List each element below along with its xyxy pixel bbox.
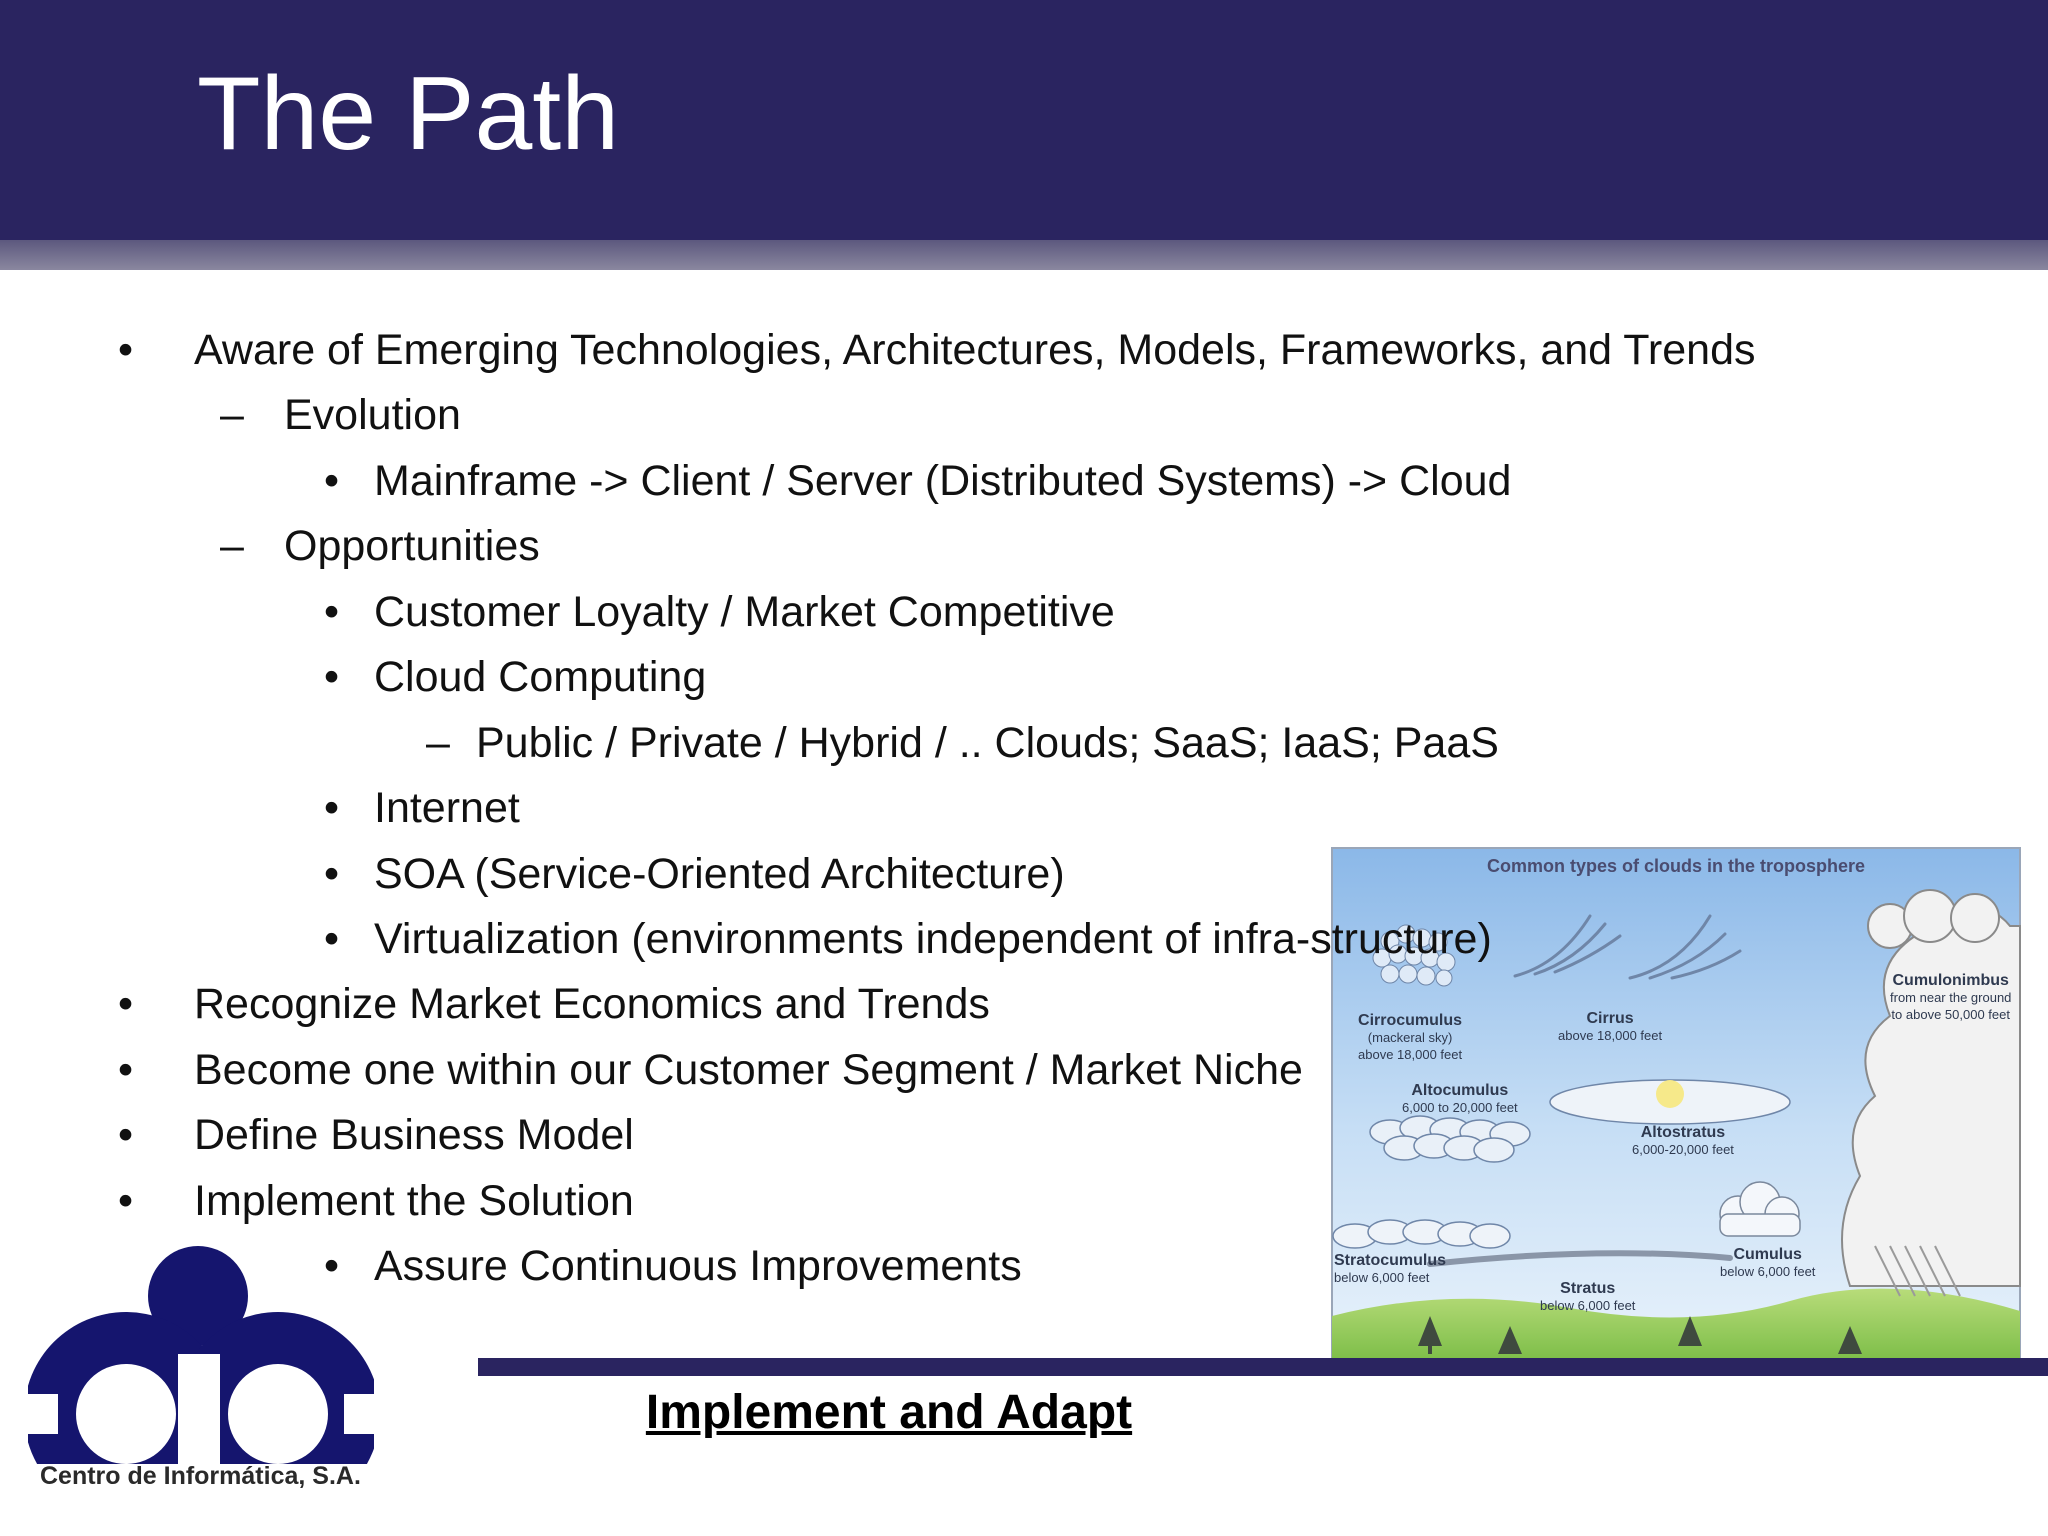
cloud-height: below 6,000 feet [1334, 1270, 1430, 1285]
bullet-marker: • [324, 588, 340, 636]
bullet-marker: • [118, 980, 134, 1028]
bullet-item: • Internet [324, 775, 520, 841]
bullet-text: Evolution [284, 391, 461, 439]
cloud-name: Cirrocumulus [1358, 1012, 1463, 1029]
bullet-marker: • [324, 915, 340, 963]
bullet-marker: • [118, 1111, 134, 1159]
bullet-marker: • [324, 457, 340, 505]
logo-mark [18, 1246, 384, 1516]
cloud-height: 6,000-20,000 feet [1632, 1142, 1734, 1157]
cloud-height: 6,000 to 20,000 feet [1402, 1100, 1518, 1115]
bullet-marker: • [118, 1046, 134, 1094]
bullet-marker: • [324, 784, 340, 832]
bullet-item: • Recognize Market Economics and Trends [118, 971, 990, 1037]
bullet-text: Internet [374, 784, 520, 832]
bullet-text: Opportunities [284, 522, 540, 570]
bullet-item: • Define Business Model [118, 1102, 634, 1168]
diagram-title: Common types of clouds in the tropospher… [1486, 856, 1866, 876]
label-stratus: Stratus below 6,000 feet [1540, 1280, 1635, 1314]
logo-caption: Centro de Informática, S.A. [40, 1462, 361, 1490]
cloud-detail: (mackeral sky) [1367, 1030, 1453, 1045]
bullet-item: • Implement the Solution [118, 1168, 634, 1234]
bullet-text: Implement the Solution [194, 1177, 634, 1225]
cloud-height: above 18,000 feet [1558, 1028, 1663, 1043]
bullet-item: • SOA (Service-Oriented Architecture) [324, 841, 1065, 907]
bullet-text: Public / Private / Hybrid / .. Clouds; S… [476, 719, 1499, 767]
cloud-name: Altocumulus [1411, 1082, 1509, 1099]
cloud-name: Stratocumulus [1334, 1252, 1447, 1269]
cloud-height: to above 50,000 feet [1891, 1007, 2010, 1022]
cloud-name: Altostratus [1640, 1124, 1726, 1141]
bullet-item: – Opportunities [220, 513, 540, 579]
cloud-name: Stratus [1560, 1280, 1616, 1297]
cloud-name: Cumulus [1733, 1246, 1802, 1263]
bullet-item: • Cloud Computing [324, 644, 707, 710]
cloud-detail: from near the ground [1890, 990, 2012, 1005]
bullet-item: – Public / Private / Hybrid / .. Clouds;… [426, 710, 1499, 776]
bullet-marker: • [324, 850, 340, 898]
bullet-text: Aware of Emerging Technologies, Architec… [194, 326, 1756, 374]
bullet-marker: • [118, 1177, 134, 1225]
bullet-item: • Aware of Emerging Technologies, Archit… [118, 317, 1756, 383]
bullet-marker: • [324, 653, 340, 701]
label-stratocumulus: Stratocumulus below 6,000 feet [1334, 1252, 1446, 1286]
bullet-marker: – [220, 522, 244, 570]
cloud-types-diagram: Common types of clouds in the tropospher… [1330, 846, 2022, 1360]
bullet-marker: • [118, 326, 134, 374]
bullet-marker: – [426, 719, 450, 767]
bullet-item: • Assure Continuous Improvements [324, 1233, 1022, 1299]
bullet-text: Assure Continuous Improvements [374, 1242, 1022, 1290]
footer-accent-bar [478, 1358, 2048, 1376]
cloud-height: below 6,000 feet [1540, 1298, 1636, 1313]
label-cumulonimbus: Cumulonimbus from near the ground to abo… [1890, 972, 2011, 1023]
label-cumulus: Cumulus below 6,000 feet [1720, 1246, 1815, 1280]
cloud-name: Cumulonimbus [1892, 972, 2009, 989]
slide-title: The Path [197, 56, 620, 172]
bullet-text: SOA (Service-Oriented Architecture) [374, 850, 1065, 898]
bullet-text: Virtualization (environments independent… [374, 915, 1492, 963]
bullet-text: Mainframe -> Client / Server (Distribute… [374, 457, 1512, 505]
bullet-text: Customer Loyalty / Market Competitive [374, 588, 1115, 636]
label-cirrus: Cirrus above 18,000 feet [1558, 1010, 1662, 1044]
label-cirrocumulus: Cirrocumulus (mackeral sky) above 18,000… [1358, 1012, 1462, 1063]
bullet-item: – Evolution [220, 382, 461, 448]
bullet-item: • Virtualization (environments independe… [324, 906, 1492, 972]
cloud-height: above 18,000 feet [1358, 1047, 1463, 1062]
company-logo: Centro de Informática, S.A. [18, 1244, 384, 1516]
bullet-item: • Mainframe -> Client / Server (Distribu… [324, 448, 1512, 514]
title-banner-shadow [0, 240, 2048, 270]
title-banner: The Path [0, 0, 2048, 240]
bullet-text: Recognize Market Economics and Trends [194, 980, 990, 1028]
footer-heading: Implement and Adapt [645, 1386, 1133, 1439]
bullet-item: • Customer Loyalty / Market Competitive [324, 579, 1115, 645]
bullet-marker: – [220, 391, 244, 439]
cloud-name: Cirrus [1586, 1010, 1634, 1027]
cloud-height: below 6,000 feet [1720, 1264, 1816, 1279]
bullet-text: Cloud Computing [374, 653, 707, 701]
cloud-diagram-art [1330, 846, 2022, 1360]
bullet-text: Define Business Model [194, 1111, 634, 1159]
label-altostratus: Altostratus 6,000-20,000 feet [1632, 1124, 1734, 1158]
bullet-item: • Become one within our Customer Segment… [118, 1037, 1303, 1103]
bullet-text: Become one within our Customer Segment /… [194, 1046, 1303, 1094]
label-altocumulus: Altocumulus 6,000 to 20,000 feet [1402, 1082, 1518, 1116]
bullet-marker: • [324, 1242, 340, 1290]
